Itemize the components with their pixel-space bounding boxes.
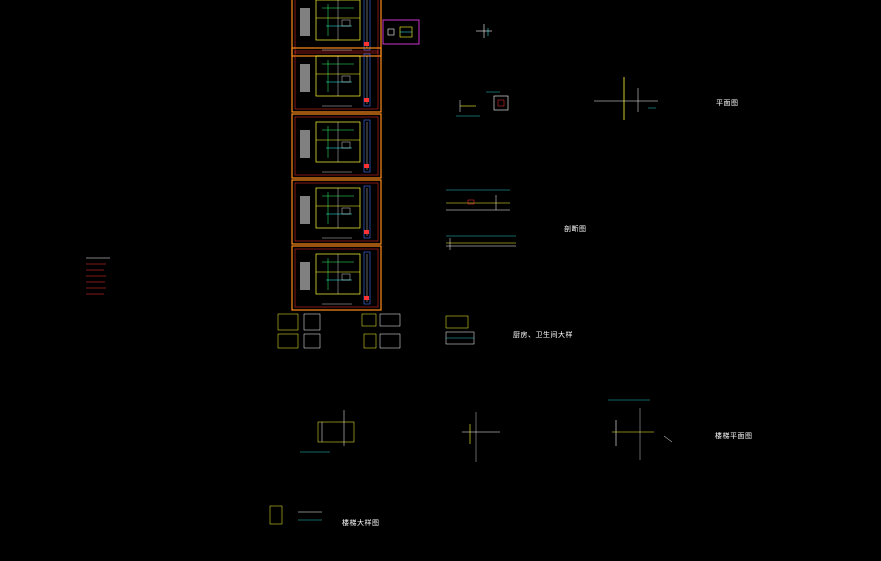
- label-kitchen-toilet: 厨房、卫生间大样: [513, 331, 573, 339]
- detail-plan-left: [456, 91, 509, 117]
- floor-plan-sheet-1[interactable]: [291, 0, 382, 57]
- label-plan-view: 平面图: [716, 99, 739, 107]
- legend-block: [86, 257, 110, 295]
- floor-plan-sheet-3[interactable]: [291, 113, 382, 179]
- lower-details: [269, 399, 673, 525]
- detail-small-top: [476, 24, 492, 38]
- label-stair-plan: 楼梯平面图: [715, 432, 753, 440]
- floor-plan-sheet-stack: [291, 0, 382, 311]
- selection-box[interactable]: [382, 19, 420, 45]
- kitchen-toilet-details: [277, 313, 475, 349]
- detail-plan-cross: [594, 77, 658, 120]
- label-section: 剖断图: [564, 225, 587, 233]
- section-drawing: [446, 189, 516, 250]
- label-stair-detail: 楼梯大样图: [342, 519, 380, 527]
- floor-plan-sheet-4[interactable]: [291, 179, 382, 245]
- floor-plan-sheet-2[interactable]: [291, 47, 382, 113]
- floor-plan-sheet-5[interactable]: [291, 245, 382, 311]
